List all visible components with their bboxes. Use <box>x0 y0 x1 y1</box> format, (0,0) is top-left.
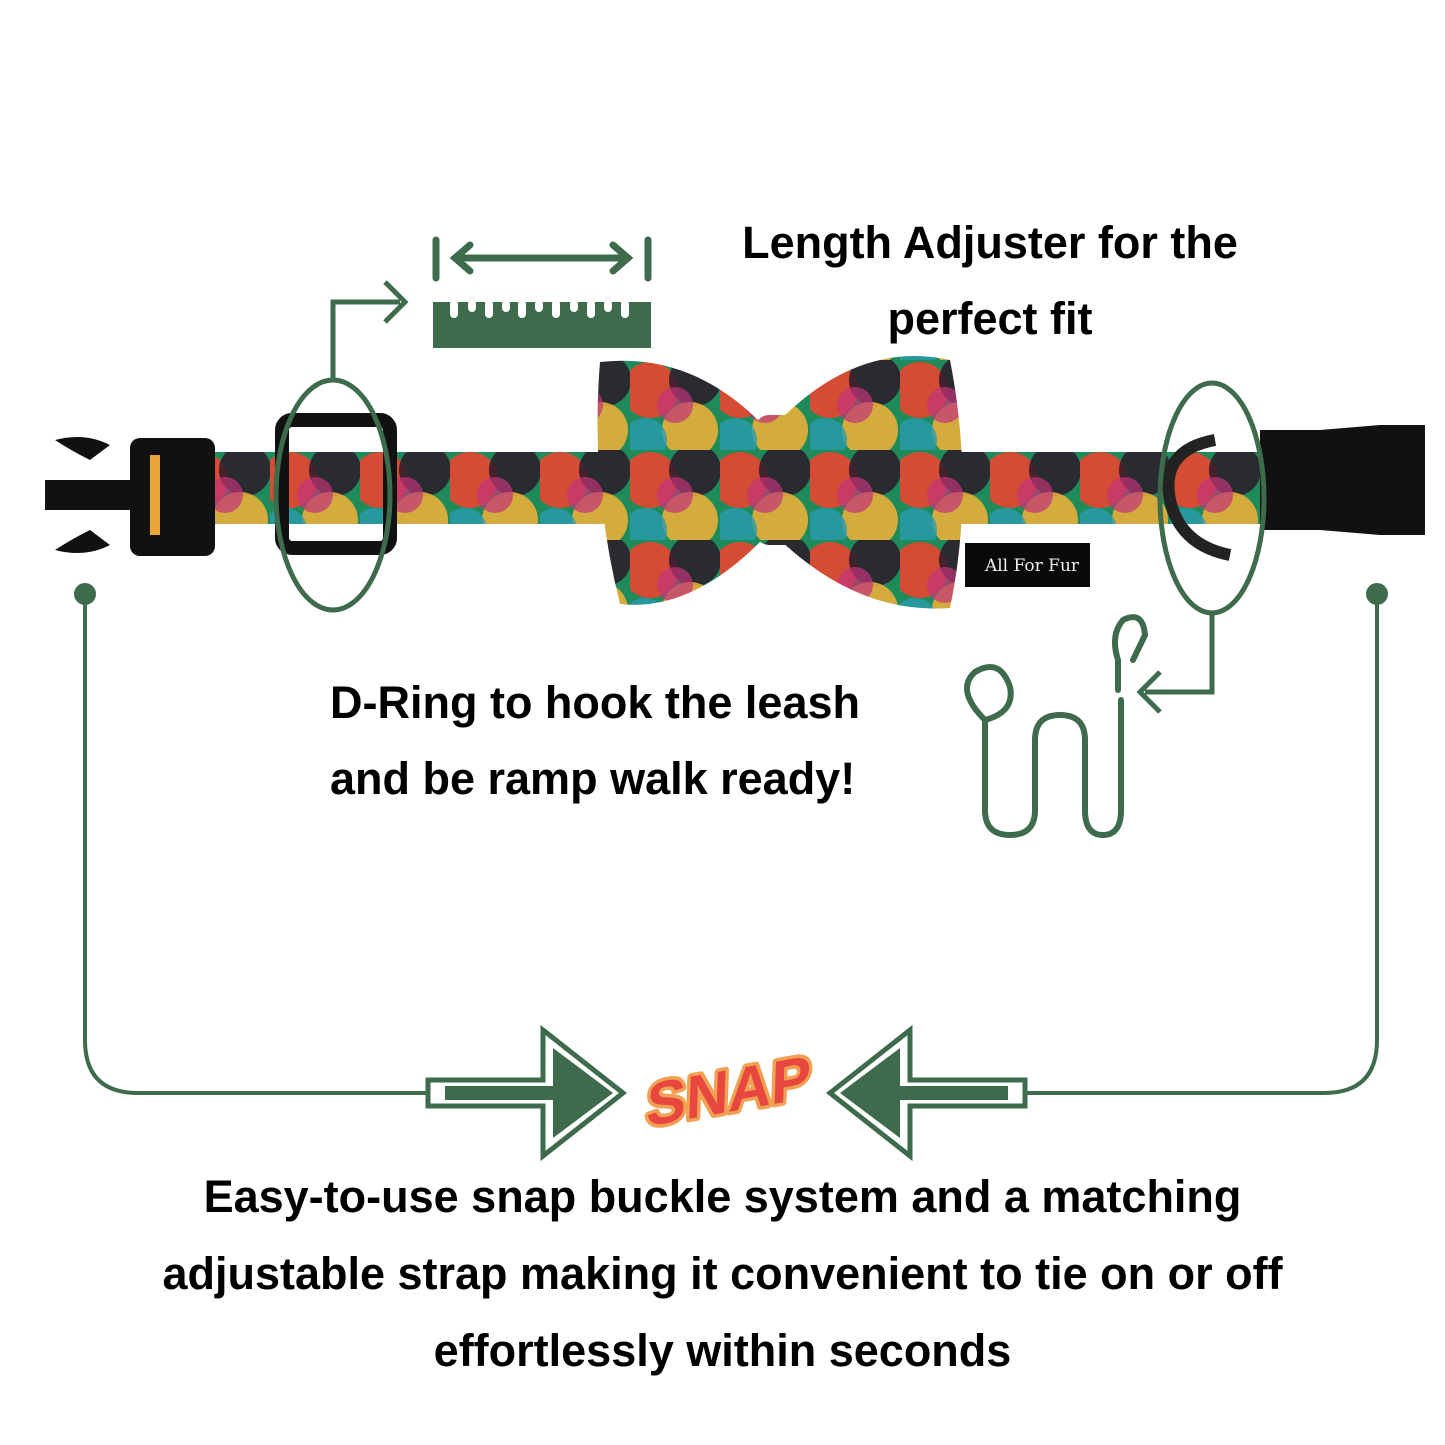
caption-line: D-Ring to hook the leash <box>330 677 861 728</box>
caption-line: effortlessly within seconds <box>433 1325 1012 1376</box>
caption-line: adjustable strap making it convenient to… <box>162 1248 1283 1299</box>
snap-label: SNAP <box>642 1038 816 1143</box>
d-ring-caption: D-Ring to hook the leash and be ramp wal… <box>330 665 860 817</box>
snap-label-text: SNAP <box>645 1042 812 1140</box>
d-ring-pointer-arrow-icon <box>1136 612 1215 714</box>
snap-connector-lines <box>74 583 1388 1095</box>
bow-tie <box>597 356 963 609</box>
brand-tag-text: All For Fur <box>984 556 1080 576</box>
d-ring <box>1162 434 1232 561</box>
length-adjuster-caption: Length Adjuster for the perfect fit <box>700 205 1280 357</box>
ruler-icon <box>432 236 652 348</box>
buckle-male <box>45 436 215 556</box>
leash-icon <box>964 614 1149 839</box>
adjuster-pointer-arrow-icon <box>330 280 409 380</box>
caption-line: perfect fit <box>887 293 1093 344</box>
snap-buckle-caption: Easy-to-use snap buckle system and a mat… <box>0 1158 1445 1389</box>
caption-line: Length Adjuster for the <box>742 217 1238 268</box>
arrow-left-icon <box>825 1024 1028 1162</box>
arrow-right-icon <box>425 1024 628 1162</box>
adjuster-highlight-circle <box>273 377 393 613</box>
buckle-female <box>1260 425 1425 535</box>
caption-line: Easy-to-use snap buckle system and a mat… <box>203 1171 1242 1222</box>
caption-line: and be ramp walk ready! <box>330 753 856 804</box>
brand-tag: All For Fur <box>965 543 1090 587</box>
